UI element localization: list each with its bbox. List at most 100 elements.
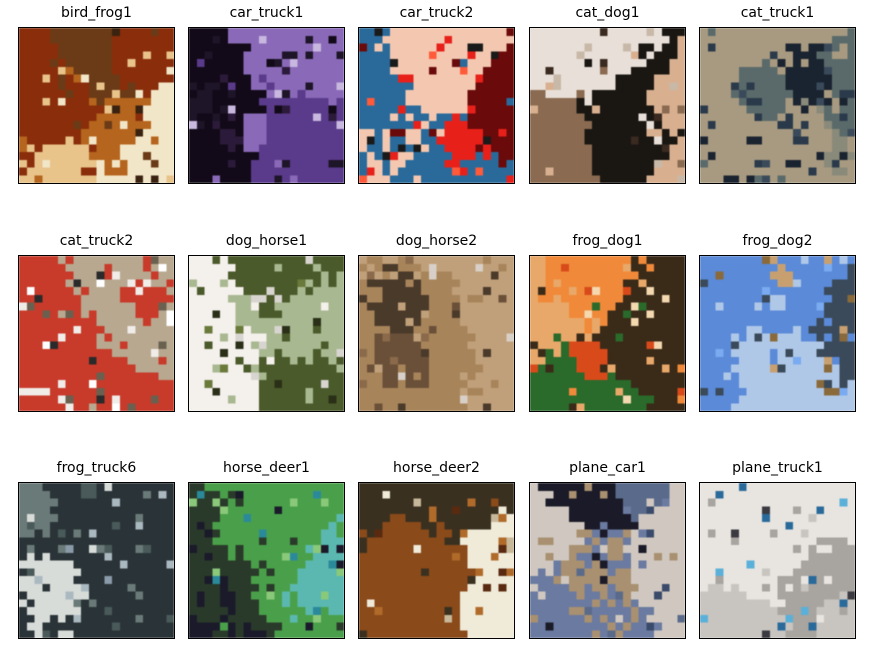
photo-pixel <box>390 97 399 106</box>
photo-pixel <box>808 310 817 319</box>
photo-pixel <box>785 28 794 37</box>
photo-pixel <box>166 28 174 37</box>
photo-pixel <box>96 59 105 68</box>
photo-pixel <box>436 159 445 168</box>
photo-pixel <box>413 66 422 75</box>
photo-pixel <box>282 349 291 358</box>
photo-pixel <box>498 97 507 106</box>
photo-pixel <box>34 490 43 499</box>
photo-pixel <box>336 287 344 296</box>
photo-pixel <box>282 159 291 168</box>
photo-pixel <box>112 568 121 577</box>
photo-pixel <box>506 28 514 37</box>
photo-pixel <box>81 136 90 145</box>
photo-pixel <box>158 287 167 296</box>
photo-pixel <box>397 514 406 523</box>
photo-pixel <box>212 287 221 296</box>
photo-pixel <box>119 506 128 515</box>
photo-pixel <box>258 607 267 616</box>
photo-pixel <box>243 271 252 280</box>
photo-pixel <box>235 302 244 311</box>
photo-pixel <box>73 59 82 68</box>
photo-pixel <box>615 380 624 389</box>
image-title: dog_horse1 <box>225 233 308 249</box>
photo-pixel <box>506 483 514 492</box>
photo-pixel <box>243 591 252 600</box>
photo-pixel <box>800 43 809 52</box>
photo-pixel <box>646 372 655 381</box>
photo-pixel <box>413 341 422 350</box>
photo-pixel <box>592 356 601 365</box>
pixelated-photo <box>189 483 344 638</box>
photo-pixel <box>204 498 213 507</box>
photo-pixel <box>366 349 375 358</box>
photo-pixel <box>746 43 755 52</box>
photo-pixel <box>96 490 105 499</box>
photo-pixel <box>615 152 624 161</box>
photo-pixel <box>537 395 546 404</box>
photo-pixel <box>297 614 306 623</box>
photo-pixel <box>769 43 778 52</box>
photo-pixel <box>297 498 306 507</box>
photo-pixel <box>282 66 291 75</box>
photo-pixel <box>405 175 414 183</box>
photo-pixel <box>654 349 663 358</box>
photo-pixel <box>127 152 136 161</box>
photo-pixel <box>808 263 817 272</box>
photo-pixel <box>135 105 144 114</box>
photo-pixel <box>274 167 283 176</box>
photo-pixel <box>313 294 322 303</box>
photo-pixel <box>50 159 59 168</box>
photo-pixel <box>313 105 322 114</box>
photo-pixel <box>166 372 174 381</box>
photo-pixel <box>34 74 43 83</box>
photo-pixel <box>638 318 647 327</box>
photo-pixel <box>112 349 121 358</box>
photo-pixel <box>266 35 275 44</box>
photo-pixel <box>452 97 461 106</box>
photo-pixel <box>707 302 716 311</box>
photo-pixel <box>847 403 855 411</box>
photo-pixel <box>793 403 802 411</box>
photo-pixel <box>769 175 778 183</box>
photo-pixel <box>313 529 322 538</box>
image-tile <box>18 482 175 639</box>
photo-pixel <box>623 144 632 153</box>
photo-pixel <box>19 74 28 83</box>
photo-pixel <box>143 271 152 280</box>
photo-pixel <box>436 403 445 411</box>
photo-pixel <box>731 121 740 130</box>
photo-pixel <box>374 74 383 83</box>
photo-pixel <box>104 43 113 52</box>
photo-pixel <box>305 51 314 60</box>
photo-pixel <box>731 403 740 411</box>
photo-pixel <box>444 333 453 342</box>
photo-pixel <box>119 380 128 389</box>
photo-pixel <box>715 121 724 130</box>
photo-pixel <box>143 51 152 60</box>
photo-pixel <box>366 121 375 130</box>
photo-pixel <box>251 35 260 44</box>
photo-pixel <box>305 310 314 319</box>
photo-pixel <box>545 167 554 176</box>
photo-pixel <box>34 583 43 592</box>
photo-pixel <box>227 82 236 91</box>
photo-pixel <box>638 325 647 334</box>
photo-pixel <box>359 364 368 373</box>
photo-pixel <box>738 175 747 183</box>
photo-pixel <box>731 167 740 176</box>
photo-pixel <box>382 28 391 37</box>
photo-pixel <box>289 35 298 44</box>
photo-pixel <box>26 287 35 296</box>
photo-pixel <box>204 66 213 75</box>
photo-pixel <box>204 349 213 358</box>
photo-pixel <box>638 105 647 114</box>
photo-pixel <box>289 152 298 161</box>
photo-pixel <box>274 364 283 373</box>
photo-pixel <box>158 318 167 327</box>
photo-pixel <box>661 175 670 183</box>
photo-pixel <box>57 43 66 52</box>
photo-pixel <box>738 318 747 327</box>
photo-pixel <box>545 263 554 272</box>
photo-pixel <box>359 403 368 411</box>
